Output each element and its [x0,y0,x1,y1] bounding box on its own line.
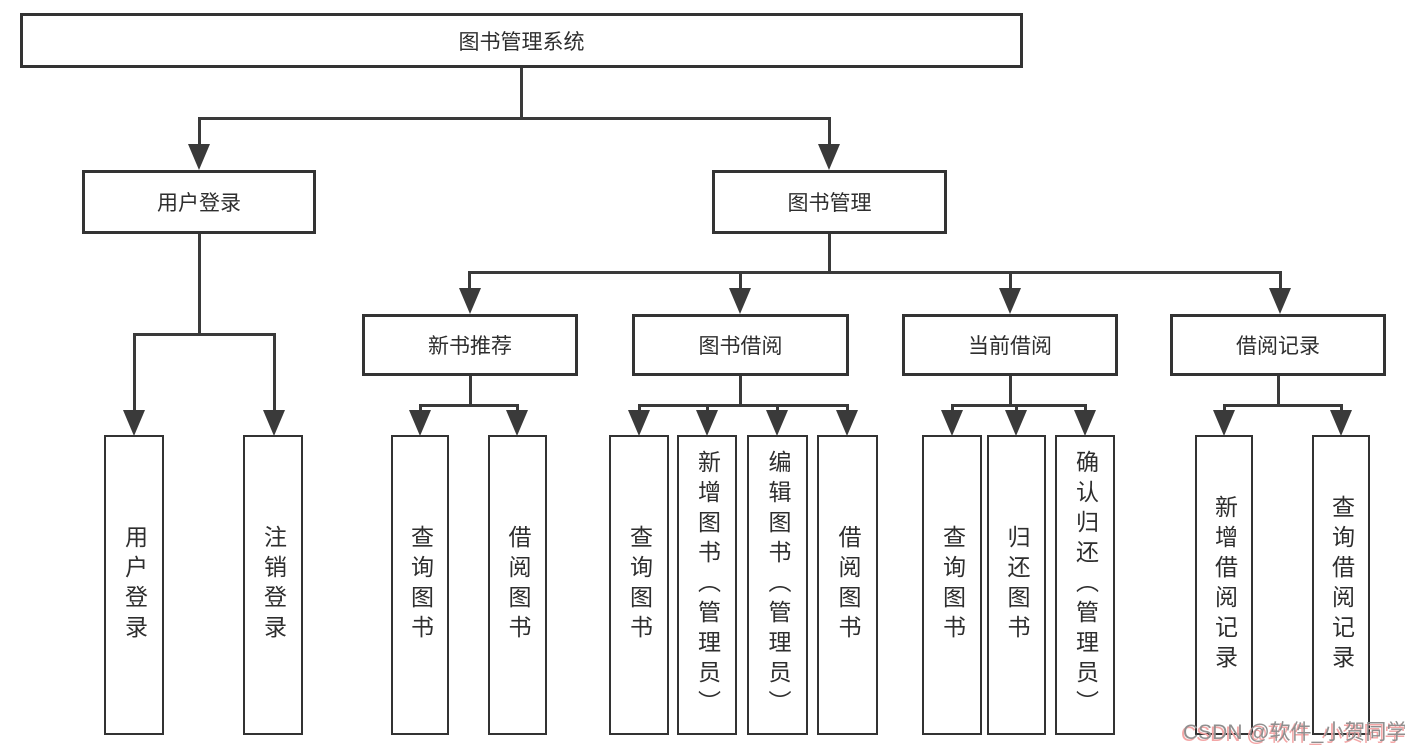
leaf-borrow-borrow-books: 借阅图书 [817,435,878,735]
arrowhead-down-icon [1213,410,1235,436]
leaf-records-add-record: 新增借阅记录 [1195,435,1253,735]
connector-line [198,117,831,120]
connector-line [468,271,471,290]
leaf-label: 借阅图书 [505,525,531,645]
arrowhead-down-icon [729,288,751,314]
connector-line [469,376,472,406]
arrowhead-down-icon [263,410,285,436]
node-book-borrowing: 图书借阅 [632,314,849,376]
leaf-label: 查询图书 [626,525,653,645]
node-current-borrowing: 当前借阅 [902,314,1118,376]
arrowhead-down-icon [628,410,650,436]
node-label: 新书推荐 [428,335,512,358]
connector-line [828,117,831,146]
node-library-system: 图书管理系统 [20,13,1023,68]
connector-line [469,271,1282,274]
arrowhead-down-icon [1074,410,1096,436]
connector-line [638,404,848,407]
leaf-current-confirm-return-admin: 确认归还（管理员） [1055,435,1115,735]
leaf-current-return-books: 归还图书 [987,435,1046,735]
leaf-label: 新增图书（管理员） [694,450,721,720]
node-label: 借阅记录 [1236,335,1320,358]
leaf-label: 查询借阅记录 [1328,495,1355,675]
connector-line [198,117,201,146]
node-new-book-recommend: 新书推荐 [362,314,578,376]
connector-line [776,404,779,413]
leaf-label: 借阅图书 [835,525,861,645]
node-label: 图书借阅 [698,335,783,358]
leaf-borrow-query-books: 查询图书 [609,435,669,735]
node-borrowing-records: 借阅记录 [1170,314,1386,376]
arrowhead-down-icon [1005,410,1027,436]
leaf-current-query-books: 查询图书 [922,435,982,735]
connector-line [951,404,1087,407]
arrowhead-down-icon [1269,288,1291,314]
leaf-borrow-add-books-admin: 新增图书（管理员） [677,435,737,735]
connector-line [198,234,201,335]
leaf-label: 确认归还（管理员） [1072,450,1099,720]
node-user-login: 用户登录 [82,170,316,234]
leaf-label: 查询图书 [407,525,434,645]
connector-line [419,404,519,407]
arrowhead-down-icon [1330,410,1352,436]
connector-line [1223,404,1343,407]
arrowhead-down-icon [188,144,210,170]
connector-line [1015,404,1018,413]
node-label: 图书管理系统 [458,30,585,54]
arrowhead-down-icon [766,410,788,436]
arrowhead-down-icon [696,410,718,436]
connector-line [951,404,954,413]
leaf-label: 用户登录 [121,525,148,645]
arrowhead-down-icon [123,410,145,436]
node-label: 当前借阅 [968,335,1052,358]
connector-line [133,333,136,412]
leaf-newbook-query-books: 查询图书 [391,435,449,735]
connector-line [273,333,276,412]
connector-line [828,234,831,274]
leaf-label: 归还图书 [1004,525,1030,645]
leaf-user-login: 用户登录 [104,435,164,735]
connector-line [1279,271,1282,290]
connector-line [638,404,641,413]
arrowhead-down-icon [999,288,1021,314]
leaf-records-query-record: 查询借阅记录 [1312,435,1370,735]
leaf-logout: 注销登录 [243,435,303,735]
arrowhead-down-icon [836,410,858,436]
connector-line [419,404,422,413]
connector-line [133,333,276,336]
connector-line [1223,404,1226,413]
arrowhead-down-icon [409,410,431,436]
connector-line [1340,404,1343,413]
leaf-borrow-edit-books-admin: 编辑图书（管理员） [747,435,808,735]
connector-line [739,376,742,406]
watermark: CSDN @软件_小贺同学 [1183,721,1405,744]
node-label: 用户登录 [157,192,241,215]
arrowhead-down-icon [941,410,963,436]
connector-line [739,271,742,290]
connector-line [1009,271,1012,290]
connector-line [846,404,849,413]
arrowhead-down-icon [506,410,528,436]
node-book-management: 图书管理 [712,170,947,234]
connector-line [1084,404,1087,413]
connector-line [520,68,523,120]
connector-line [516,404,519,413]
connector-line [1009,376,1012,406]
leaf-label: 新增借阅记录 [1211,495,1238,675]
arrowhead-down-icon [459,288,481,314]
leaf-label: 查询图书 [939,525,966,645]
leaf-label: 注销登录 [260,525,287,645]
connector-line [1277,376,1280,406]
leaf-newbook-borrow-books: 借阅图书 [488,435,547,735]
leaf-label: 编辑图书（管理员） [765,450,791,720]
node-label: 图书管理 [787,192,872,215]
arrowhead-down-icon [818,144,840,170]
connector-line [706,404,709,413]
